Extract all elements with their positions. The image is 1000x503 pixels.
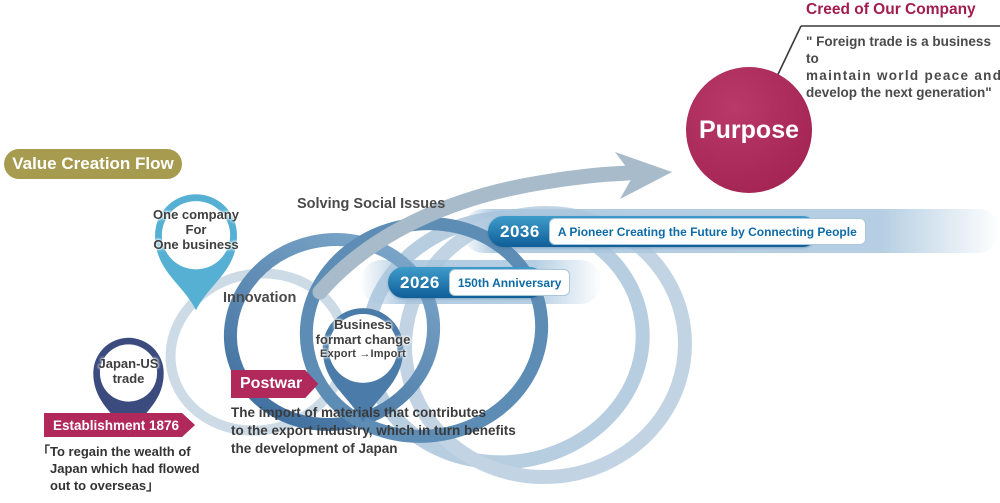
business-format-change-pin: Business formart change Export →Import	[307, 298, 419, 424]
creed-body: " Foreign trade is a business to maintai…	[806, 34, 1000, 100]
establishment-note: 「To regain the wealth of Japan which had…	[37, 444, 200, 493]
purpose-circle: Purpose	[686, 67, 812, 193]
milestone-2026-year: 2026	[400, 272, 440, 292]
creed-title: Creed of Our Company	[806, 1, 976, 18]
postwar-note: The import of materials that contributes…	[231, 405, 516, 456]
purpose-label: Purpose	[698, 115, 800, 144]
establishment-1876-tag: Establishment 1876	[44, 413, 195, 437]
one-company-pin: One company For One business	[141, 184, 251, 312]
milestone-2036-label: A Pioneer Creating the Future by Connect…	[548, 218, 866, 245]
solving-social-issues-label: Solving Social Issues	[297, 196, 446, 212]
japan-us-trade-pin-label: Japan-US trade	[98, 356, 159, 386]
innovation-label: Innovation	[223, 290, 297, 306]
map-pin-icon	[155, 194, 237, 311]
map-pin-icon	[93, 337, 164, 438]
map-pin-icon	[322, 308, 404, 423]
rising-arrow-shaft	[312, 165, 636, 300]
rising-arrow-head-icon	[615, 152, 672, 199]
milestone-2036-year: 2036	[500, 221, 540, 241]
value-creation-flow-label: Value Creation Flow	[12, 154, 174, 173]
business-format-change-pin-label: Business formart change Export →Import	[299, 317, 427, 362]
milestone-2026-label: 150th Anniversary	[448, 269, 571, 296]
export-import-label: Export →Import	[320, 348, 406, 360]
milestone-2026: 2026 150th Anniversary	[388, 267, 571, 298]
milestone-2036: 2036 A Pioneer Creating the Future by Co…	[488, 216, 866, 247]
japan-us-trade-pin: Japan-US trade	[82, 329, 175, 439]
postwar-tag: Postwar	[231, 370, 318, 398]
value-creation-flow-pill: Value Creation Flow	[4, 149, 182, 179]
one-company-pin-label: One company For One business	[153, 207, 239, 252]
